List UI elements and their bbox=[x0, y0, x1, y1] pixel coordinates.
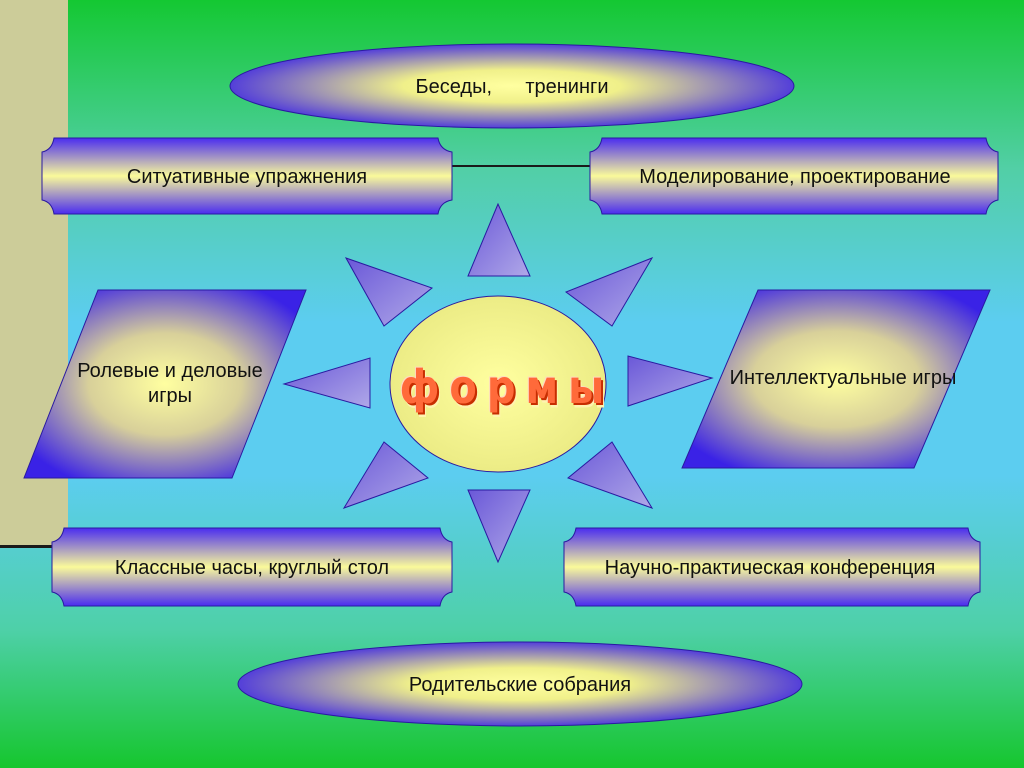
center-title: ф о р м ы bbox=[392, 342, 614, 434]
box-upper-right-shape bbox=[589, 137, 999, 215]
parallelogram-right-shape bbox=[681, 289, 991, 469]
center-ellipse bbox=[389, 295, 607, 473]
left-accent-line bbox=[0, 545, 60, 548]
box-upper-left-shape bbox=[41, 137, 453, 215]
oval-top-shape bbox=[229, 43, 795, 129]
oval-bottom-shape bbox=[237, 641, 803, 727]
ray-top-left bbox=[344, 257, 434, 327]
title-letter: м bbox=[525, 361, 561, 415]
title-letter: ф bbox=[399, 361, 442, 415]
ray-right bbox=[627, 355, 714, 407]
title-letter: ы bbox=[568, 361, 607, 415]
ray-bottom-left bbox=[342, 441, 430, 509]
ray-left bbox=[282, 357, 371, 409]
box-lower-right-shape bbox=[563, 527, 981, 607]
box-lower-left-shape bbox=[51, 527, 453, 607]
ray-top-right bbox=[564, 257, 654, 327]
ray-top bbox=[467, 202, 531, 277]
ray-bottom bbox=[467, 489, 531, 564]
title-letter: о bbox=[449, 361, 479, 415]
title-letter: р bbox=[486, 361, 518, 415]
parallelogram-left-shape bbox=[23, 289, 307, 479]
ray-bottom-right bbox=[566, 441, 654, 509]
